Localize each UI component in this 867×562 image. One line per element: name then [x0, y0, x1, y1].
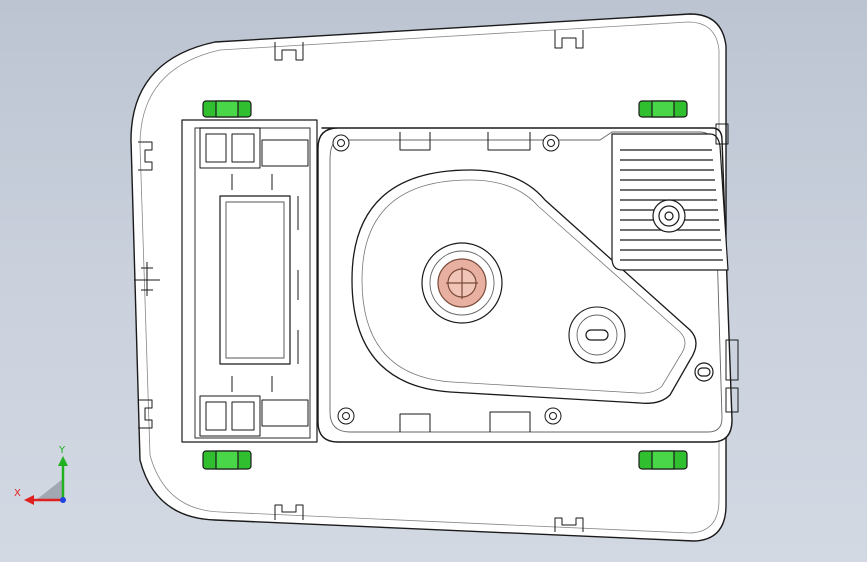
snap-clips — [134, 30, 584, 532]
x-axis-arrowhead — [24, 495, 34, 505]
frame-ribs — [199, 127, 309, 437]
cam-slot[interactable] — [568, 306, 626, 364]
heatsink-fins[interactable] — [611, 133, 729, 271]
gear-housing-inner — [361, 179, 686, 394]
battery-bay[interactable] — [219, 195, 291, 365]
y-axis-arrowhead — [58, 456, 68, 466]
triad-plane — [36, 478, 64, 500]
cover-screws — [332, 134, 562, 425]
reference-triad: Y X — [14, 445, 68, 505]
housing-inner-edge — [139, 21, 720, 534]
right-edge-tabs — [715, 123, 739, 413]
link-arm-eye — [694, 362, 714, 382]
mounting-foot-bottom-right[interactable] — [638, 450, 688, 470]
left-frame-inner — [194, 127, 311, 439]
assembly-model[interactable] — [130, 13, 739, 542]
cover-lugs — [399, 132, 531, 432]
mounting-foot-top-left[interactable] — [202, 100, 252, 118]
mounting-foot-bottom-left[interactable] — [202, 450, 252, 470]
battery-bay-inner — [225, 201, 285, 359]
y-axis-label: Y — [58, 445, 66, 456]
z-axis-dot — [60, 497, 66, 503]
mounting-foot-top-right[interactable] — [638, 100, 688, 118]
x-axis-label: X — [14, 488, 21, 499]
output-axle[interactable] — [421, 242, 503, 324]
